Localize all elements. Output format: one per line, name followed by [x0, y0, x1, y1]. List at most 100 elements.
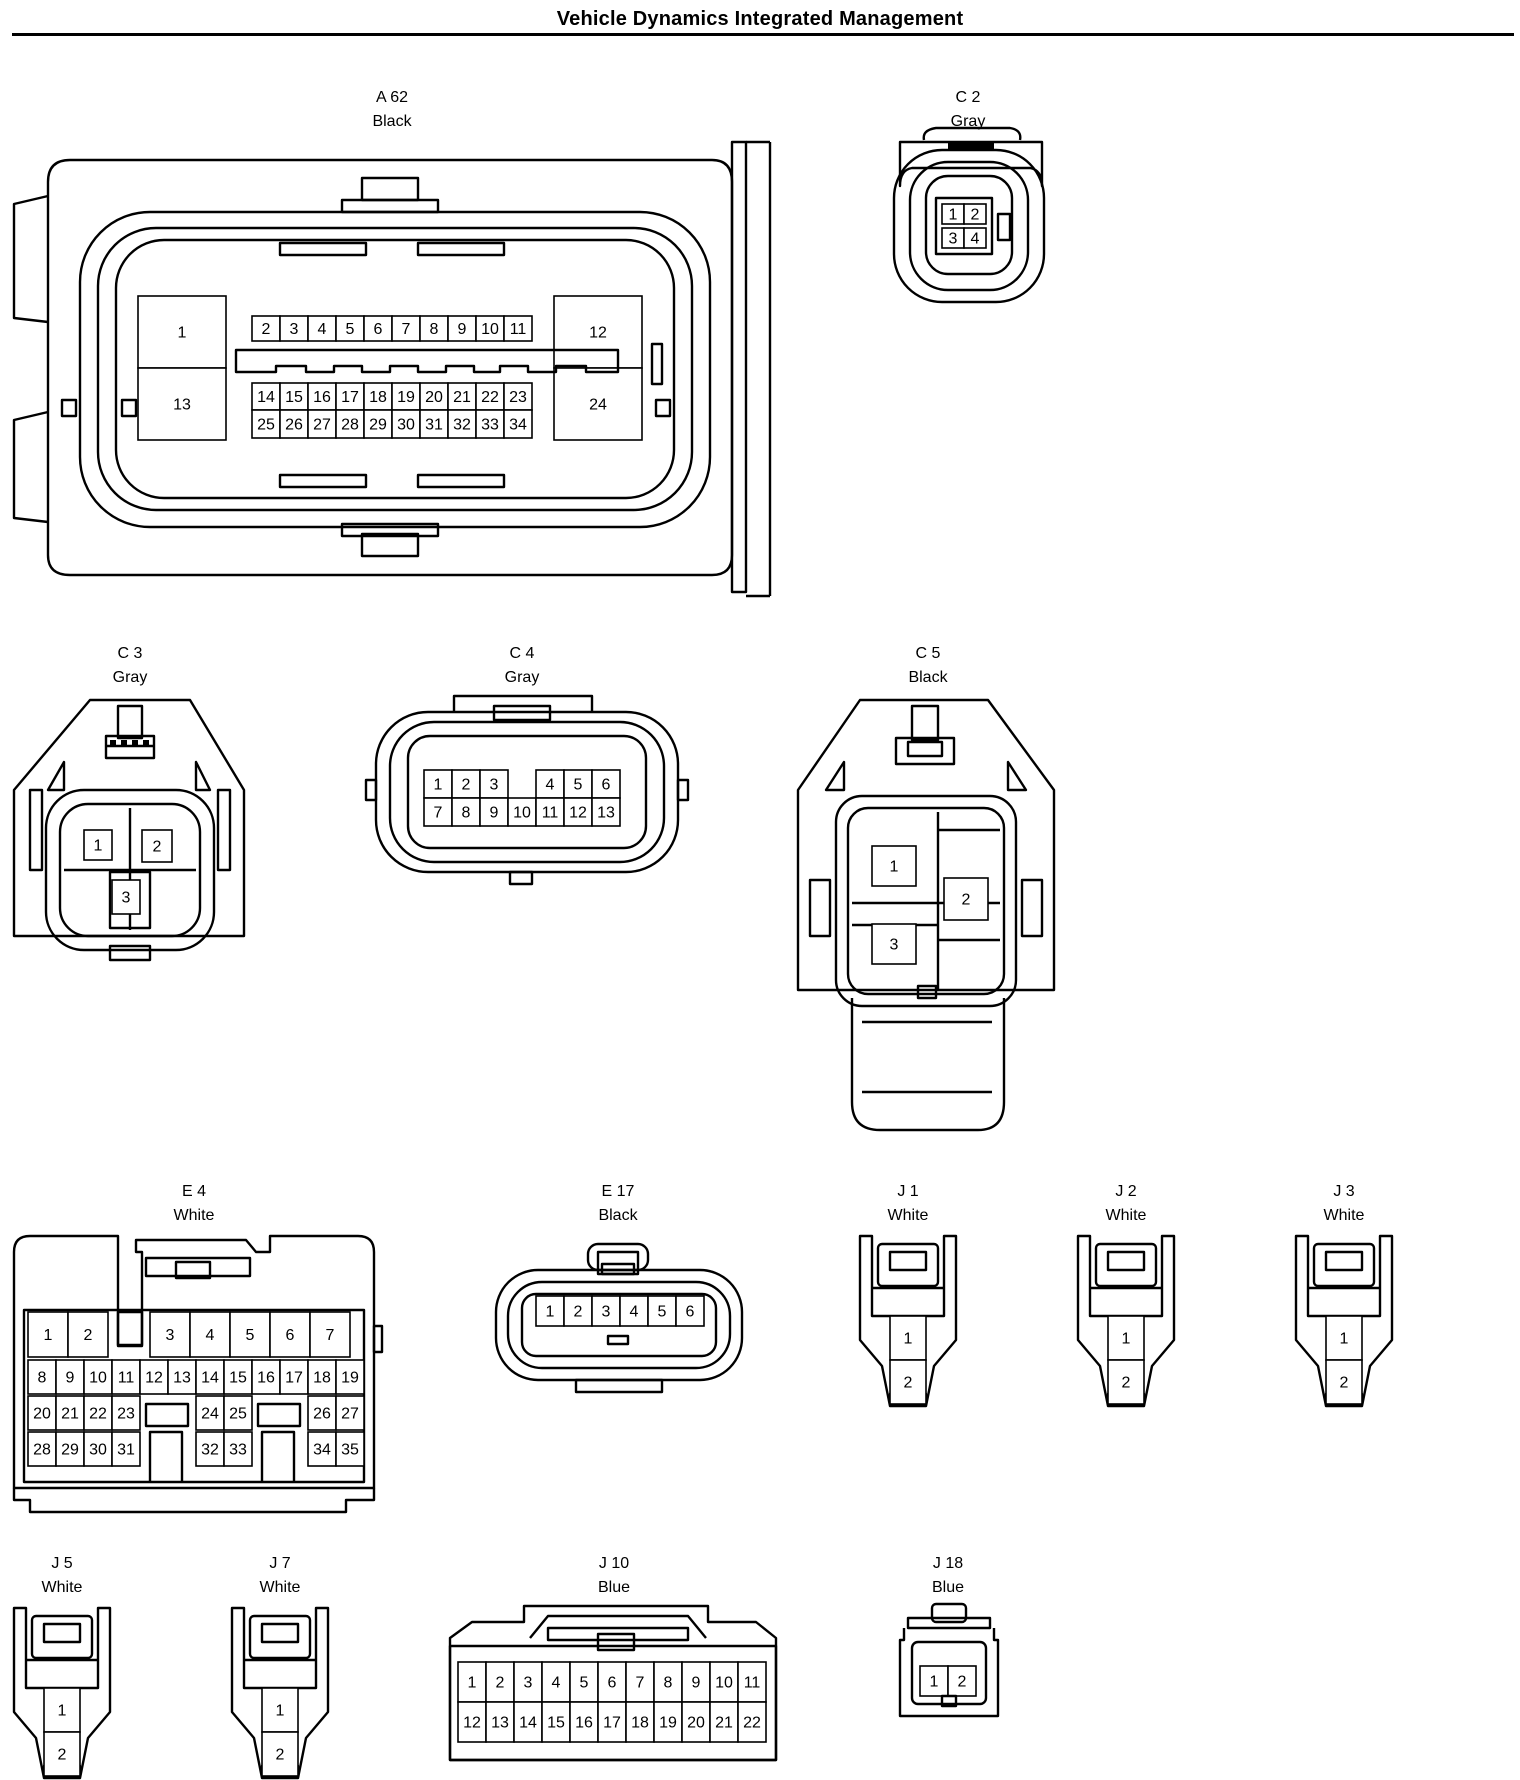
pin-cell: [503, 409, 533, 439]
pin-cell: [709, 1661, 739, 1703]
pin-cell: [889, 1359, 927, 1405]
pin-label: 13: [173, 1370, 191, 1387]
outline-shape: [676, 778, 690, 802]
outline-shape: [28, 788, 44, 872]
pin-cell: [619, 1295, 649, 1327]
pin-label: 33: [481, 417, 499, 434]
pin-label: 1: [178, 325, 187, 342]
outline-shape: [114, 238, 676, 500]
pin-cell: [137, 367, 227, 441]
pin-label: 4: [630, 1304, 639, 1321]
pin-cell: [279, 382, 309, 411]
pin-label: 1: [434, 777, 443, 794]
outline-shape: [574, 1378, 664, 1394]
pin-label: 13: [491, 1715, 509, 1732]
pin-cell: [871, 923, 917, 965]
pin-label: 16: [257, 1370, 275, 1387]
connector-color: Gray: [113, 669, 148, 686]
pin-label: 32: [201, 1442, 219, 1459]
outline-shape: [230, 1606, 330, 1780]
pin-label: 23: [117, 1406, 135, 1423]
outline-shape: [654, 398, 672, 418]
pin-cell: [625, 1701, 655, 1743]
pin-cell: [479, 797, 509, 827]
connector-code: C 3: [118, 645, 143, 662]
pin-cell: [535, 1295, 565, 1327]
pin-label: 19: [659, 1715, 677, 1732]
pin-cell: [27, 1359, 57, 1395]
pin-label: 18: [313, 1370, 331, 1387]
pin-label: 3: [290, 321, 299, 338]
pin-label: 2: [496, 1675, 505, 1692]
pin-cell: [261, 1731, 299, 1777]
outline-shape: [143, 740, 149, 746]
pin-label: 14: [257, 389, 275, 406]
pin-label: 17: [285, 1370, 303, 1387]
outline-shape: [174, 1260, 212, 1280]
pin-label: 3: [490, 777, 499, 794]
connector-color: White: [1324, 1207, 1365, 1224]
pin-cell: [681, 1701, 711, 1743]
outline-shape: [858, 1234, 958, 1408]
pin-cell: [269, 1311, 311, 1358]
outline-shape: [1324, 1250, 1364, 1272]
pin-label: 33: [229, 1442, 247, 1459]
outline-shape: [60, 398, 78, 418]
pin-label: 27: [341, 1406, 359, 1423]
outline-shape: [44, 788, 216, 952]
pin-label: 1: [546, 1304, 555, 1321]
connector-color: Gray: [951, 113, 986, 130]
pin-label: 2: [462, 777, 471, 794]
outline-shape: [360, 176, 420, 202]
pin-label: 4: [318, 321, 327, 338]
pin-cell: [27, 1311, 69, 1358]
pin-label: 25: [257, 417, 275, 434]
pin-label: 15: [547, 1715, 565, 1732]
pin-label: 29: [369, 417, 387, 434]
outline-shape: [888, 1250, 928, 1272]
outline-shape: [144, 1402, 190, 1428]
outline-shape: [796, 698, 1056, 992]
pin-cell: [447, 315, 477, 342]
pin-cell: [307, 1431, 337, 1467]
pin-cell: [625, 1661, 655, 1703]
pin-cell: [111, 1359, 141, 1395]
pin-label: 11: [744, 1675, 761, 1692]
pin-cell: [229, 1311, 271, 1358]
outline-shape: [416, 473, 506, 489]
connector-color: Black: [598, 1207, 638, 1224]
connector-code: C 5: [916, 645, 941, 662]
pin-cell: [553, 295, 643, 369]
pin-label: 2: [1122, 1375, 1131, 1392]
outline-shape: [906, 740, 944, 758]
outline-shape: [12, 698, 246, 938]
outline-shape: [808, 878, 832, 938]
pin-label: 7: [434, 805, 443, 822]
pin-label: 2: [84, 1327, 93, 1344]
pin-cell: [513, 1701, 543, 1743]
pin-label: 5: [346, 321, 355, 338]
outline-shape: [910, 704, 940, 742]
pin-label: 4: [546, 777, 555, 794]
outline-shape: [234, 348, 620, 374]
pin-cell: [591, 1295, 621, 1327]
outline-shape: [360, 532, 420, 558]
pin-cell: [675, 1295, 705, 1327]
outline-shape: [12, 1234, 376, 1490]
outline-shape: [922, 126, 1022, 141]
pin-cell: [67, 1311, 109, 1358]
pin-cell: [1107, 1359, 1145, 1405]
pin-label: 6: [286, 1327, 295, 1344]
pin-cell: [111, 1431, 141, 1467]
outline-shape: [1106, 1250, 1146, 1272]
outline-shape: [12, 194, 49, 324]
outline-shape: [108, 870, 152, 930]
pin-label: 1: [890, 859, 899, 876]
connector-code: J 18: [933, 1555, 963, 1572]
pin-label: 22: [743, 1715, 761, 1732]
pin-label: 2: [153, 839, 162, 856]
pin-cell: [55, 1395, 85, 1431]
pin-label: 5: [580, 1675, 589, 1692]
